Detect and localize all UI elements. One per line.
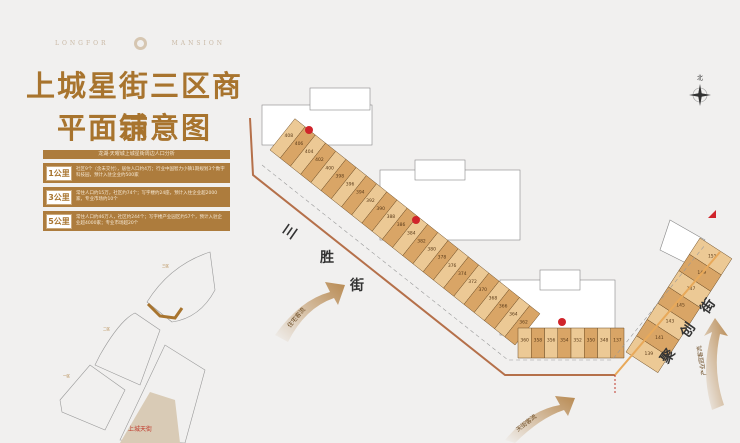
shop-unit-number: 380 [427, 247, 436, 253]
shop-unit-number: 139 [645, 351, 654, 357]
inset-zone-label: 三区 [162, 264, 169, 268]
shop-unit[interactable] [689, 237, 733, 276]
shop-unit-number: 394 [356, 190, 365, 196]
dimension-line [261, 164, 706, 361]
street-edge-line-right [614, 251, 721, 376]
shop-unit-number: 386 [397, 222, 406, 228]
shop-unit-number: 374 [458, 271, 467, 277]
radius-label: 3公里 [46, 189, 72, 205]
compass-north-label: 北 [697, 74, 703, 82]
shop-unit-number: 364 [509, 312, 518, 318]
radius-label: 1公里 [46, 165, 72, 181]
shop-unit-number: 348 [600, 338, 609, 344]
entrance-marker-icon [558, 318, 566, 326]
info-row: 5公里常住人口约46万人，社区约244个；写字楼产业园区约57个，预计入驻企业超… [43, 211, 230, 231]
shop-unit-number: 400 [325, 165, 334, 171]
inset-mall-label: 上城天街 [128, 425, 152, 433]
shop-unit-number: 360 [520, 338, 529, 344]
shop-unit-number: 143 [666, 319, 675, 325]
street-name-char: 三 [280, 222, 301, 243]
shop-unit-number: 352 [573, 338, 582, 344]
inset-zone-label: 二区 [103, 327, 110, 331]
residential-flow-arrow: 住宅客流 [275, 282, 345, 342]
shop-unit-number: 356 [547, 338, 556, 344]
shop-unit-number: 358 [534, 338, 543, 344]
entry-flag-icon [708, 210, 716, 218]
shop-unit-number: 392 [366, 198, 375, 204]
entrance-marker-icon [305, 126, 313, 134]
shop-unit-number: 398 [336, 173, 345, 179]
shop-unit-number: 388 [387, 214, 396, 220]
shop-unit-number: 137 [613, 338, 622, 344]
entrance-marker-icon [412, 216, 420, 224]
flow-label: 产业园客流 [695, 345, 708, 376]
shop-unit-number: 151 [708, 254, 717, 260]
shop-units: 4084064044024003983963943923903883863843… [269, 118, 733, 374]
shop-unit-number: 366 [499, 303, 508, 309]
logo-text-right: MANSION [171, 40, 225, 47]
info-row: 3公里常住人口约15万，社区约74个；写字楼约24座，预计入住企业超2000家，… [43, 187, 230, 207]
industrial-flow-arrow: 产业园客流 [695, 318, 728, 410]
street-name-char: 街 [349, 277, 364, 294]
shop-unit-number: 384 [407, 230, 416, 236]
shop-unit-number: 406 [295, 141, 304, 147]
shop-unit-number: 354 [560, 338, 569, 344]
radius-text: 常住人口约15万，社区约74个；写字楼约24座，预计入住企业超2000家，专业市… [76, 191, 218, 202]
inset-zone-1 [59, 364, 126, 431]
shop-unit-number: 378 [438, 255, 447, 261]
street-edge-line [249, 117, 615, 376]
tianjie-flow-arrow: 天街客流 [505, 396, 575, 443]
logo-ring-icon [133, 37, 147, 50]
brand-logo: LONGFOR MANSION [55, 37, 225, 50]
inset-zone-3 [146, 251, 216, 323]
street-name-char: 胜 [320, 250, 334, 266]
radius-text: 社区9个（含未交付），居住人口约4万；行业中国智力小镇1期规划3个数字科技园，预… [76, 167, 225, 178]
inset-zone-2 [94, 312, 161, 386]
radius-label: 5公里 [46, 213, 72, 229]
shop-unit-number: 141 [655, 335, 664, 341]
page-subtitle: 平面示意图 [56, 111, 212, 145]
shop-unit-number: 396 [346, 182, 355, 188]
shop-unit-number: 147 [687, 286, 696, 292]
shop-unit-number: 404 [305, 149, 314, 155]
logo-text-left: LONGFOR [55, 40, 109, 47]
shop-unit-number: 402 [315, 157, 324, 163]
shop-unit[interactable] [610, 327, 625, 359]
compass-icon [689, 84, 711, 106]
shop-unit[interactable] [504, 305, 541, 346]
population-info-panel: 龙湖·天曜城上城星街周边人口分析 1公里社区9个（含未交付），居住人口约4万；行… [43, 150, 230, 231]
inset-mall-area [120, 392, 180, 443]
shop-unit-number: 382 [417, 238, 426, 244]
info-header: 龙湖·天曜城上城星街周边人口分析 [43, 150, 230, 159]
shop-unit-number: 350 [587, 338, 596, 344]
shop-unit-number: 370 [478, 287, 487, 293]
inset-highlight [146, 302, 184, 320]
shop-unit-number: 145 [676, 302, 685, 308]
shop-unit-number: 362 [519, 320, 528, 326]
shop-unit-number: 376 [448, 263, 457, 269]
radius-text: 常住人口约46万人，社区约244个；写字楼产业园区约57个，预计入驻企业超400… [76, 215, 223, 226]
page-title: 上城星街三区商铺 [25, 69, 243, 145]
shop-unit-number: 368 [489, 295, 498, 301]
info-row: 1公里社区9个（含未交付），居住人口约4万；行业中国智力小镇1期规划3个数字科技… [43, 163, 230, 183]
inset-zone-label: 一区 [63, 374, 70, 378]
shop-unit-number: 372 [468, 279, 477, 285]
shop-unit-number: 390 [376, 206, 385, 212]
shop-unit-number: 408 [285, 133, 294, 139]
inset-site-map: 上城天街 三区 二区 一区 [59, 251, 216, 443]
